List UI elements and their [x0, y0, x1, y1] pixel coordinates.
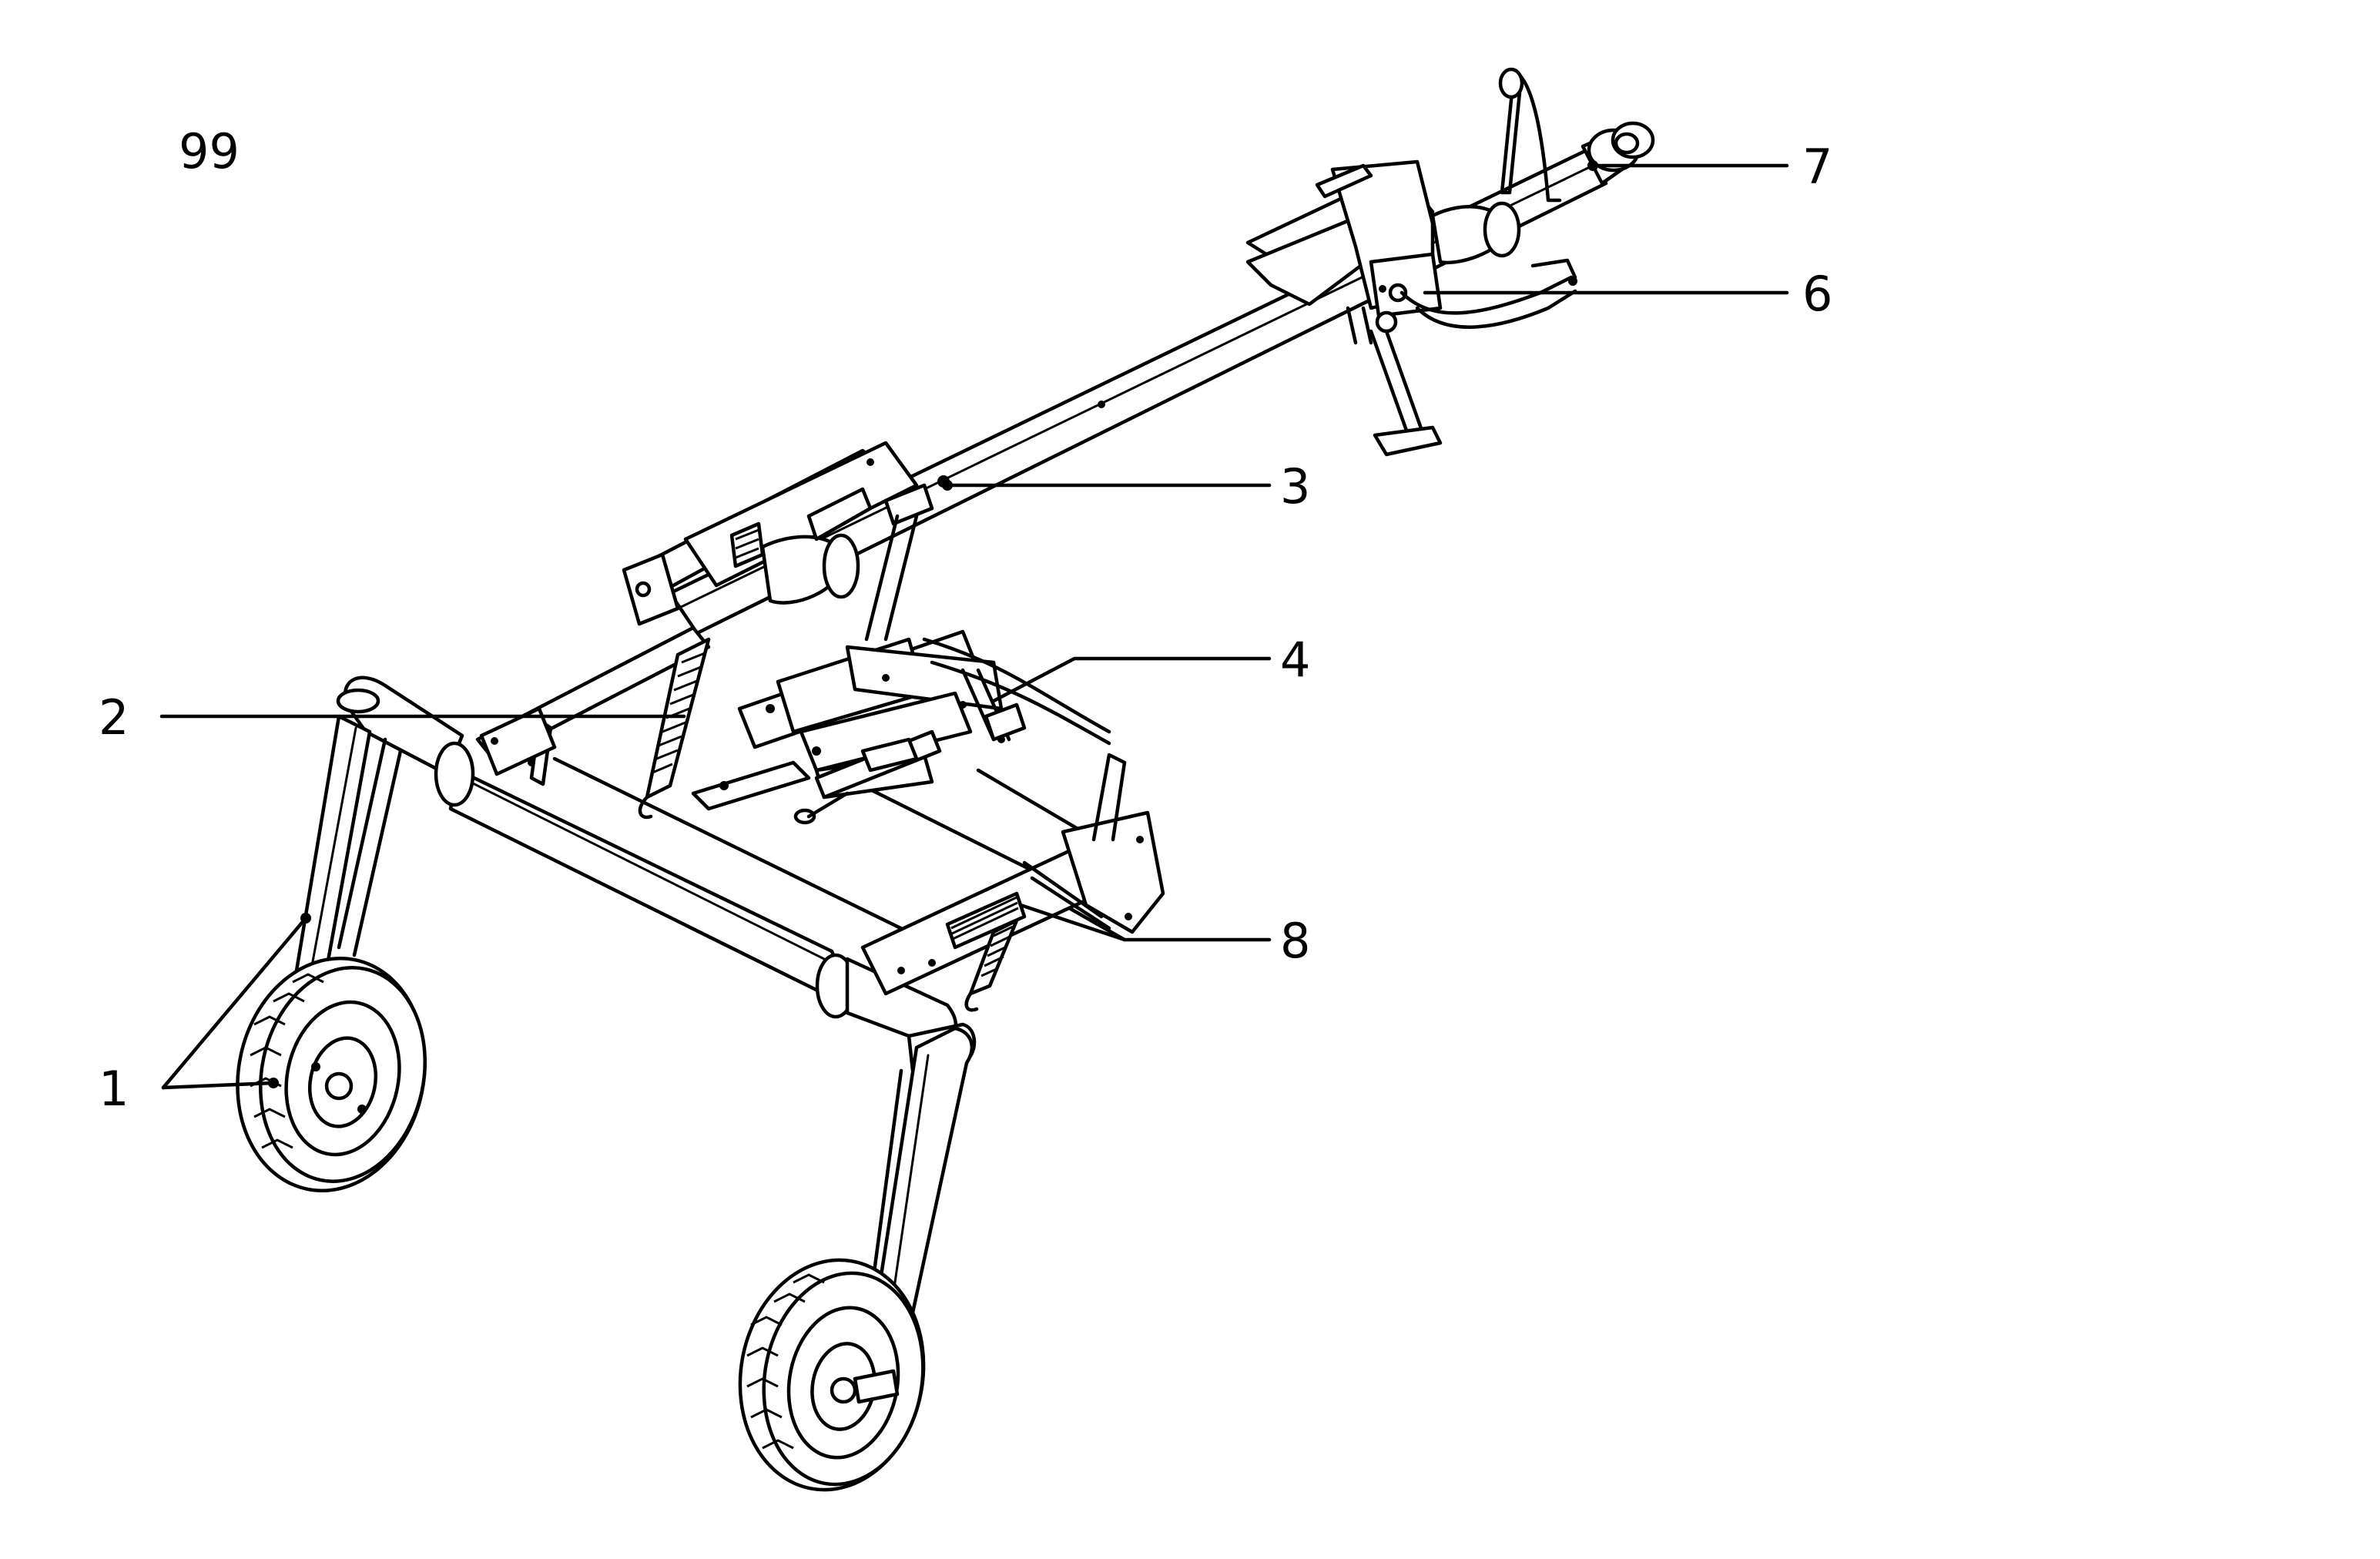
callout-1: 1: [99, 1061, 129, 1117]
curved-stand-leg: [1400, 258, 1577, 329]
callout-8: 8: [1280, 913, 1310, 969]
rear-cross-tube: [336, 676, 977, 1073]
lift-handle: [1498, 67, 1562, 203]
page-number: 99: [179, 123, 240, 179]
front-mount-bracket: [1245, 159, 1443, 334]
callout-7: 7: [1802, 139, 1832, 195]
left-wheel-arm: [294, 714, 403, 988]
callout-3: 3: [1280, 458, 1310, 515]
right-bracket-spring: [860, 753, 1165, 1012]
linkage-assembly: [691, 629, 1111, 825]
left-wheel: [236, 956, 427, 1193]
parking-stand: [1346, 306, 1443, 457]
hitch-coupling: [1587, 121, 1655, 173]
right-wheel: [738, 1258, 926, 1492]
front-cylinder: [1430, 201, 1521, 265]
callout-2: 2: [99, 689, 129, 746]
callout-4: 4: [1280, 632, 1310, 688]
callout-6: 6: [1802, 266, 1832, 322]
spring-left: [638, 521, 765, 820]
leader-lines: [159, 163, 1789, 1090]
side-rail: [475, 625, 711, 786]
